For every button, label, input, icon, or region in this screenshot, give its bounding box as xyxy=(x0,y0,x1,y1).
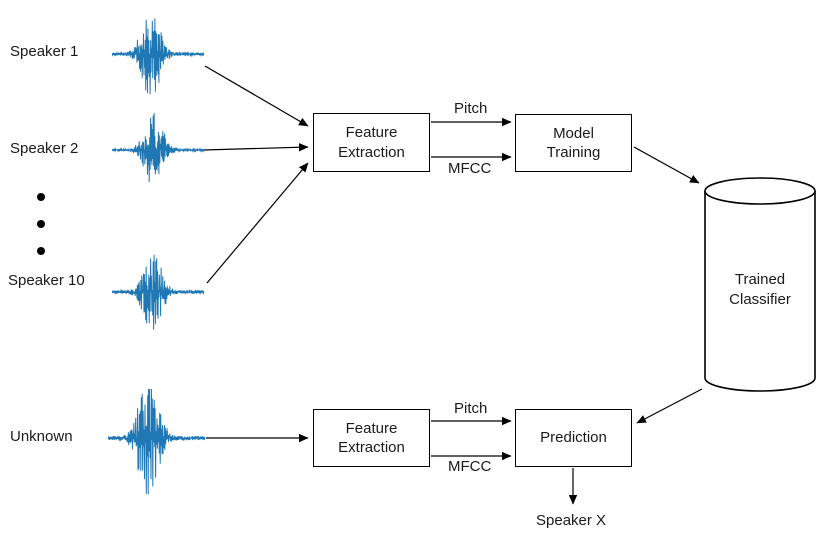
feature-extraction-label: Feature Extraction xyxy=(338,124,405,161)
model-training-label: Model Training xyxy=(546,124,601,162)
trained-classifier-label: Trained Classifier xyxy=(729,271,791,308)
arrow-speaker2-to-feature-extraction xyxy=(203,143,309,152)
waveform-icon-speaker-10 xyxy=(112,254,204,330)
label-speaker-x: Speaker X xyxy=(536,512,607,529)
waveform-icon-unknown xyxy=(108,388,205,495)
prediction-box: Prediction xyxy=(515,409,632,467)
waveform-icon-speaker-2 xyxy=(112,112,204,183)
label-speaker-10: Speaker 10 xyxy=(8,272,85,289)
ellipsis-dot xyxy=(37,193,45,201)
label-unknown: Unknown xyxy=(10,428,73,445)
edge-label-pitch-bottom: Pitch xyxy=(454,400,488,417)
label-speaker-1: Speaker 1 xyxy=(10,43,79,60)
ellipsis-dot xyxy=(37,220,45,228)
cylinder-shape xyxy=(704,177,816,392)
waveform-icon-speaker-1 xyxy=(112,18,204,95)
edge-label-mfcc-bottom: MFCC xyxy=(448,458,492,475)
edge-label-mfcc-top: MFCC xyxy=(448,160,492,177)
feature-extraction-box-bottom: Feature Extraction xyxy=(313,409,430,467)
feature-extraction-label: Feature Extraction xyxy=(338,419,405,457)
arrow-speaker10-to-feature-extraction xyxy=(206,162,309,284)
feature-extraction-box-top: Feature Extraction xyxy=(313,113,430,172)
arrow-model-training-to-classifier xyxy=(633,146,700,184)
arrow-classifier-to-prediction xyxy=(636,388,703,424)
arrow-speaker1-to-feature-extraction xyxy=(204,65,309,127)
edge-label-pitch-top: Pitch xyxy=(454,100,488,117)
trained-classifier-cylinder: Trained Classifier xyxy=(704,177,816,393)
ellipsis-dot xyxy=(37,247,45,255)
prediction-label: Prediction xyxy=(540,429,607,447)
label-speaker-2: Speaker 2 xyxy=(10,140,79,157)
model-training-box: Model Training xyxy=(515,114,632,172)
